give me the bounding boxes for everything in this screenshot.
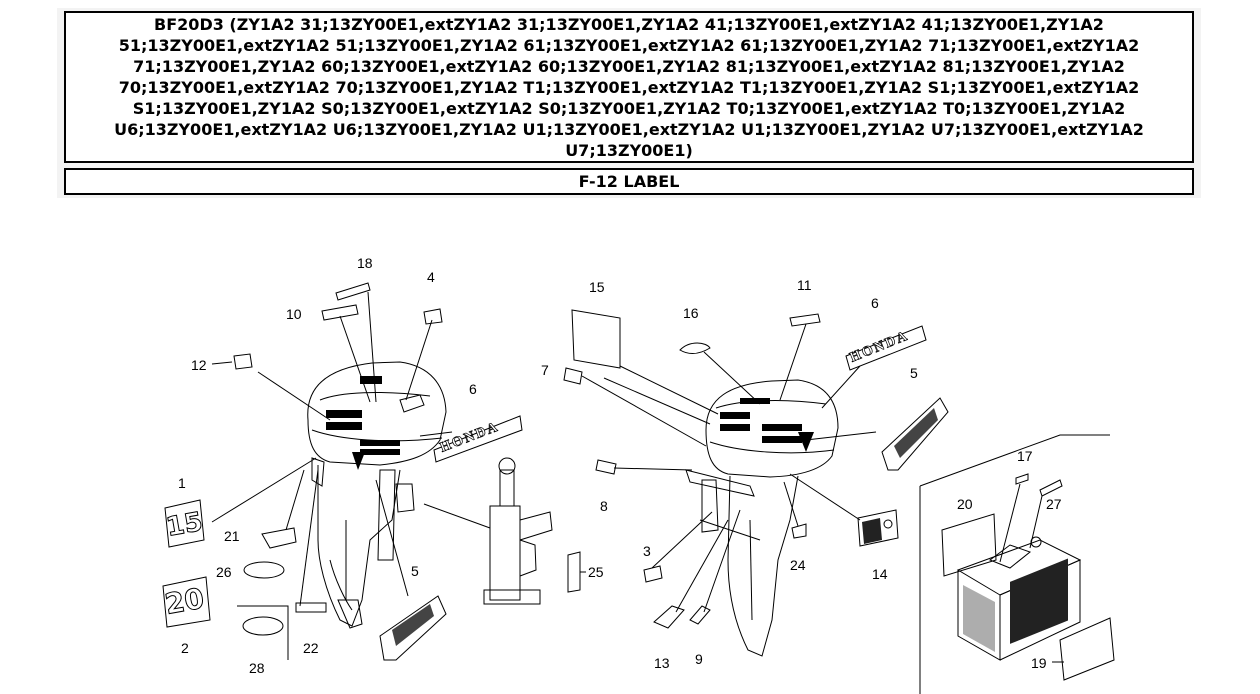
part-number-9: 9 (695, 651, 703, 667)
part-number-25: 25 (588, 564, 604, 580)
part-number-labels: 18 10 4 12 6 1 21 26 2 28 22 5 25 15 16 … (178, 255, 1062, 676)
part-number-6-right: 6 (871, 295, 879, 311)
part-number-4: 4 (427, 269, 435, 285)
tilt-cylinder (483, 457, 553, 605)
label-16-shape (679, 342, 711, 355)
part-number-21: 21 (224, 528, 240, 544)
part-number-17: 17 (1017, 448, 1033, 464)
part-number-11: 11 (797, 277, 812, 293)
part-number-19: 19 (1031, 655, 1047, 671)
label-24-shape (791, 523, 807, 539)
model-title: BF20D3 (ZY1A2 31;13ZY00E1,extZY1A2 31;13… (114, 14, 1144, 160)
part-number-15: 15 (589, 279, 605, 295)
label-8-shape (595, 459, 617, 475)
model-title-box: BF20D3 (ZY1A2 31;13ZY00E1,extZY1A2 31;13… (64, 11, 1194, 163)
label-26-shape (243, 561, 285, 579)
section-title-box: F-12 LABEL (64, 168, 1194, 195)
part-number-27: 27 (1046, 496, 1062, 512)
left-outboard-motor (307, 361, 447, 629)
part-number-13: 13 (654, 655, 670, 671)
label-15-shape (571, 309, 621, 369)
label-28-shape (242, 616, 284, 636)
label-12-shape (233, 353, 253, 370)
label-25-shape (567, 551, 581, 593)
label-9-shape (689, 605, 711, 625)
part-number-5-left: 5 (411, 563, 419, 579)
part-number-12: 12 (191, 357, 207, 373)
part-number-14: 14 (872, 566, 888, 582)
part-number-2: 2 (181, 640, 189, 656)
decal-15: 15 (164, 499, 205, 548)
label-14-shape (857, 509, 899, 547)
section-title: F-12 LABEL (578, 172, 680, 191)
part-number-10: 10 (286, 306, 302, 322)
part-number-6-left: 6 (469, 381, 477, 397)
honda-decal-right: HONDA (845, 325, 927, 371)
svg-text:20: 20 (162, 582, 206, 621)
svg-text:15: 15 (164, 507, 205, 543)
part-number-22: 22 (303, 640, 319, 656)
label-13-shape (653, 605, 685, 629)
part-number-1: 1 (178, 475, 186, 491)
label-18-shape (335, 282, 371, 301)
label-22-shape (295, 602, 327, 613)
svg-text:HONDA: HONDA (848, 329, 911, 366)
label-5-right-shape (881, 397, 949, 471)
part-number-7: 7 (541, 362, 549, 378)
part-number-28: 28 (249, 660, 265, 676)
honda-decal-left: HONDA (433, 415, 523, 463)
part-number-26: 26 (216, 564, 232, 580)
label-19-shape (1059, 617, 1115, 681)
label-11-shape (789, 313, 821, 327)
battery-box (919, 434, 1110, 694)
label-7-shape (563, 367, 583, 385)
part-number-18: 18 (357, 255, 373, 271)
label-17-shape (1015, 473, 1029, 485)
part-number-8: 8 (600, 498, 608, 514)
label-27-shape (1039, 479, 1063, 497)
label-21-shape (261, 527, 297, 549)
svg-text:HONDA: HONDA (438, 419, 501, 455)
label-20-shape (941, 513, 997, 577)
label-10-shape (321, 304, 359, 321)
part-number-24: 24 (790, 557, 806, 573)
decal-20: 20 (162, 576, 211, 628)
right-outboard-motor (685, 379, 839, 657)
part-number-20: 20 (957, 496, 973, 512)
part-number-3: 3 (643, 543, 651, 559)
label-5-left-shape (379, 595, 447, 661)
label-3-shape (643, 565, 663, 583)
leader-lines (211, 291, 1064, 663)
part-number-16: 16 (683, 305, 699, 321)
part-number-5-right: 5 (910, 365, 918, 381)
label-4-shape (423, 308, 443, 325)
